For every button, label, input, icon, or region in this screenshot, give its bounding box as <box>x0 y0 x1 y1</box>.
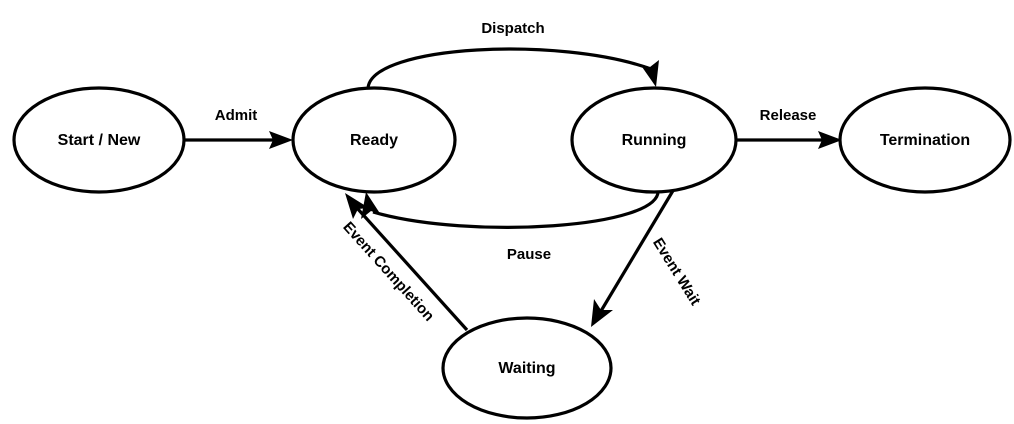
node-start-new[interactable]: Start / New <box>12 86 186 194</box>
node-ready-label: Ready <box>350 132 398 149</box>
edge-event-wait-label: Event Wait <box>649 235 704 309</box>
edge-dispatch-label: Dispatch <box>481 20 544 37</box>
edge-pause-label: Pause <box>507 246 551 263</box>
node-waiting-label: Waiting <box>498 360 555 377</box>
node-start-new-ellipse[interactable] <box>12 86 186 194</box>
edge-event-wait-arrowhead <box>591 299 613 327</box>
node-waiting-ellipse[interactable] <box>441 316 613 420</box>
edge-event-completion-line <box>355 206 469 332</box>
edge-event-completion-label: Event Completion <box>339 219 437 325</box>
edge-event-wait: Event Wait <box>591 188 704 327</box>
edge-dispatch-curve <box>366 47 652 89</box>
edge-event-completion-arrowhead <box>345 193 369 219</box>
node-running-label: Running <box>622 132 687 149</box>
node-termination[interactable]: Termination <box>838 86 1012 194</box>
edge-release-arrowhead <box>818 131 842 149</box>
edge-event-completion: Event Completion <box>339 193 469 332</box>
edge-pause-arrowhead <box>361 192 381 219</box>
node-waiting[interactable]: Waiting <box>441 316 613 420</box>
edge-admit: Admit <box>184 107 293 149</box>
edge-pause-curve <box>372 189 660 229</box>
node-ready-ellipse[interactable] <box>291 86 457 194</box>
edge-dispatch: Dispatch <box>366 20 659 89</box>
node-ready[interactable]: Ready <box>291 86 457 194</box>
node-running[interactable]: Running <box>570 86 738 194</box>
edge-pause: Pause <box>361 189 660 263</box>
edge-dispatch-arrowhead <box>640 60 659 87</box>
edge-admit-label: Admit <box>215 107 258 124</box>
node-running-ellipse[interactable] <box>570 86 738 194</box>
node-termination-ellipse[interactable] <box>838 86 1012 194</box>
edge-release: Release <box>736 107 842 149</box>
edge-event-wait-line <box>599 188 676 312</box>
edge-release-label: Release <box>760 107 817 124</box>
node-start-new-label: Start / New <box>58 132 141 149</box>
edge-admit-arrowhead <box>269 131 293 149</box>
node-termination-label: Termination <box>880 132 970 149</box>
